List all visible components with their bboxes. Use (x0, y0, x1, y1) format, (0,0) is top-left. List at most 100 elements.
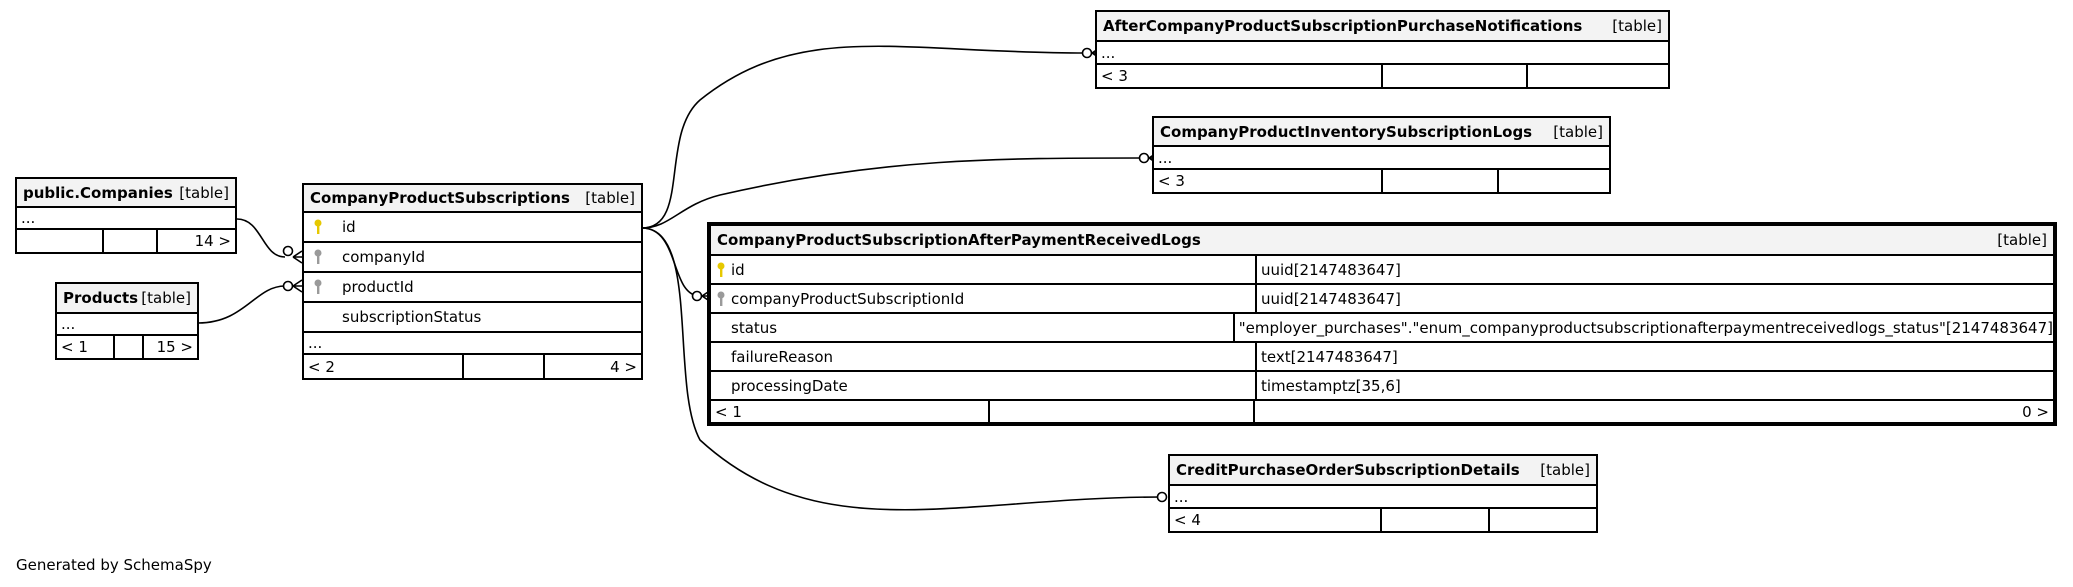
table-footer: < 2 4 > (304, 355, 641, 378)
table-type: [table] (1540, 461, 1590, 479)
column-name: processingDate (731, 376, 848, 395)
foreign-key-icon (304, 249, 332, 265)
ellipsis: ... (1158, 148, 1173, 167)
column-type: uuid[2147483647] (1261, 289, 1401, 308)
ellipsis-row: ... (57, 314, 197, 336)
footer-parents (17, 230, 104, 252)
table-name: AfterCompanyProductSubscriptionPurchaseN… (1103, 17, 1583, 35)
zero-marker-credit (1156, 491, 1168, 503)
column-row-id[interactable]: id (304, 213, 641, 243)
ellipsis: ... (308, 334, 323, 352)
table-header: CompanyProductSubscriptionAfterPaymentRe… (711, 226, 2053, 256)
table-after-payment-received-logs[interactable]: CompanyProductSubscriptionAfterPaymentRe… (707, 222, 2057, 426)
footer-children: 4 > (610, 357, 637, 376)
table-header: public.Companies [table] (17, 179, 235, 208)
crowfoot-companies (292, 250, 303, 264)
ellipsis: ... (21, 209, 36, 227)
footer-mid (1383, 170, 1499, 192)
table-type: [table] (1997, 231, 2047, 249)
table-footer: < 3 (1154, 170, 1609, 192)
ellipsis-row: ... (1097, 42, 1668, 65)
footer-children: 14 > (194, 232, 231, 250)
table-name: CreditPurchaseOrderSubscriptionDetails (1176, 461, 1520, 479)
table-name: CompanyProductInventorySubscriptionLogs (1160, 122, 1533, 141)
ellipsis: ... (1101, 43, 1116, 62)
primary-key-icon (711, 262, 731, 278)
primary-key-icon (304, 219, 332, 235)
table-name: public.Companies (23, 183, 173, 202)
column-name: subscriptionStatus (342, 308, 482, 326)
table-credit-purchase-order-details[interactable]: CreditPurchaseOrderSubscriptionDetails [… (1168, 454, 1598, 533)
ellipsis-row: ... (17, 208, 235, 230)
footer-mid (990, 401, 1255, 423)
column-name: productId (342, 278, 414, 296)
table-companies[interactable]: public.Companies [table] ... 14 > (15, 177, 237, 254)
edge-cps-afterpay (641, 227, 701, 297)
zero-marker-companies (282, 245, 294, 257)
table-type: [table] (1612, 17, 1662, 35)
footer-children (1499, 170, 1609, 192)
foreign-key-icon (304, 279, 332, 295)
edge-products-cps (197, 285, 286, 324)
ellipsis-row: ... (1154, 147, 1609, 170)
zero-marker-afterpay (691, 290, 703, 302)
table-type: [table] (141, 289, 191, 307)
column-name: status (731, 318, 778, 337)
table-footer: < 3 (1097, 65, 1668, 87)
ellipsis-row: ... (304, 333, 641, 355)
table-footer: < 1 0 > (711, 401, 2053, 423)
table-name: CompanyProductSubscriptions (310, 189, 570, 207)
footer-children: 15 > (156, 338, 193, 356)
column-type: text[2147483647] (1261, 347, 1398, 366)
ellipsis-row: ... (1170, 486, 1596, 509)
column-row-id[interactable]: id uuid[2147483647] (711, 256, 2053, 285)
table-name: CompanyProductSubscriptionAfterPaymentRe… (717, 231, 1201, 249)
footer-mid (1382, 509, 1490, 531)
column-name: failureReason (731, 347, 834, 366)
table-header: CompanyProductInventorySubscriptionLogs … (1154, 118, 1609, 147)
table-type: [table] (1553, 122, 1603, 141)
table-company-product-subscriptions[interactable]: CompanyProductSubscriptions [table] id c… (302, 183, 643, 380)
column-type: timestamptz[35,6] (1261, 376, 1401, 395)
table-inventory-subscription-logs[interactable]: CompanyProductInventorySubscriptionLogs … (1152, 116, 1611, 194)
footer-parents: < 3 (1097, 65, 1383, 87)
column-row-productid[interactable]: productId (304, 273, 641, 303)
table-header: CreditPurchaseOrderSubscriptionDetails [… (1170, 456, 1596, 486)
column-type: "employer_purchases"."enum_companyproduc… (1238, 318, 2053, 337)
crowfoot-products (292, 279, 303, 293)
footer-children: 0 > (2022, 403, 2049, 421)
zero-marker-products (282, 280, 294, 292)
zero-marker-invlogs (1138, 152, 1150, 164)
footer-parents: < 3 (1154, 170, 1383, 192)
column-row-companyid[interactable]: companyId (304, 243, 641, 273)
table-footer: < 1 15 > (57, 336, 197, 358)
edge-cps-invlogs (641, 157, 1143, 229)
table-name: Products (63, 289, 139, 307)
foreign-key-icon (711, 291, 731, 307)
column-row-processingdate[interactable]: processingDate timestamptz[35,6] (711, 372, 2053, 401)
column-row-failurereason[interactable]: failureReason text[2147483647] (711, 343, 2053, 372)
footer-mid (464, 355, 545, 378)
footer-mid (1383, 65, 1528, 87)
ellipsis: ... (61, 315, 76, 333)
table-after-purchase-notifications[interactable]: AfterCompanyProductSubscriptionPurchaseN… (1095, 10, 1670, 89)
column-name: id (731, 260, 745, 279)
table-header: CompanyProductSubscriptions [table] (304, 185, 641, 213)
table-products[interactable]: Products [table] ... < 1 15 > (55, 282, 199, 360)
column-row-subscriptionstatus[interactable]: subscriptionStatus (304, 303, 641, 333)
column-row-companyproductsubscriptionid[interactable]: companyProductSubscriptionId uuid[214748… (711, 285, 2053, 314)
table-header: AfterCompanyProductSubscriptionPurchaseN… (1097, 12, 1668, 42)
column-row-status[interactable]: status "employer_purchases"."enum_compan… (711, 314, 2053, 343)
footer-mid (115, 336, 144, 358)
footer-parents: < 1 (57, 336, 115, 358)
table-footer: < 4 (1170, 509, 1596, 531)
edge-cps-notif (641, 45, 1086, 229)
generated-by-credit: Generated by SchemaSpy (16, 556, 212, 574)
column-name: id (342, 218, 356, 236)
footer-children (1490, 509, 1596, 531)
footer-children (1528, 65, 1668, 87)
edge-companies-cps (236, 218, 286, 258)
table-type: [table] (585, 189, 635, 207)
table-type: [table] (179, 183, 229, 202)
footer-parents: < 1 (711, 401, 990, 423)
